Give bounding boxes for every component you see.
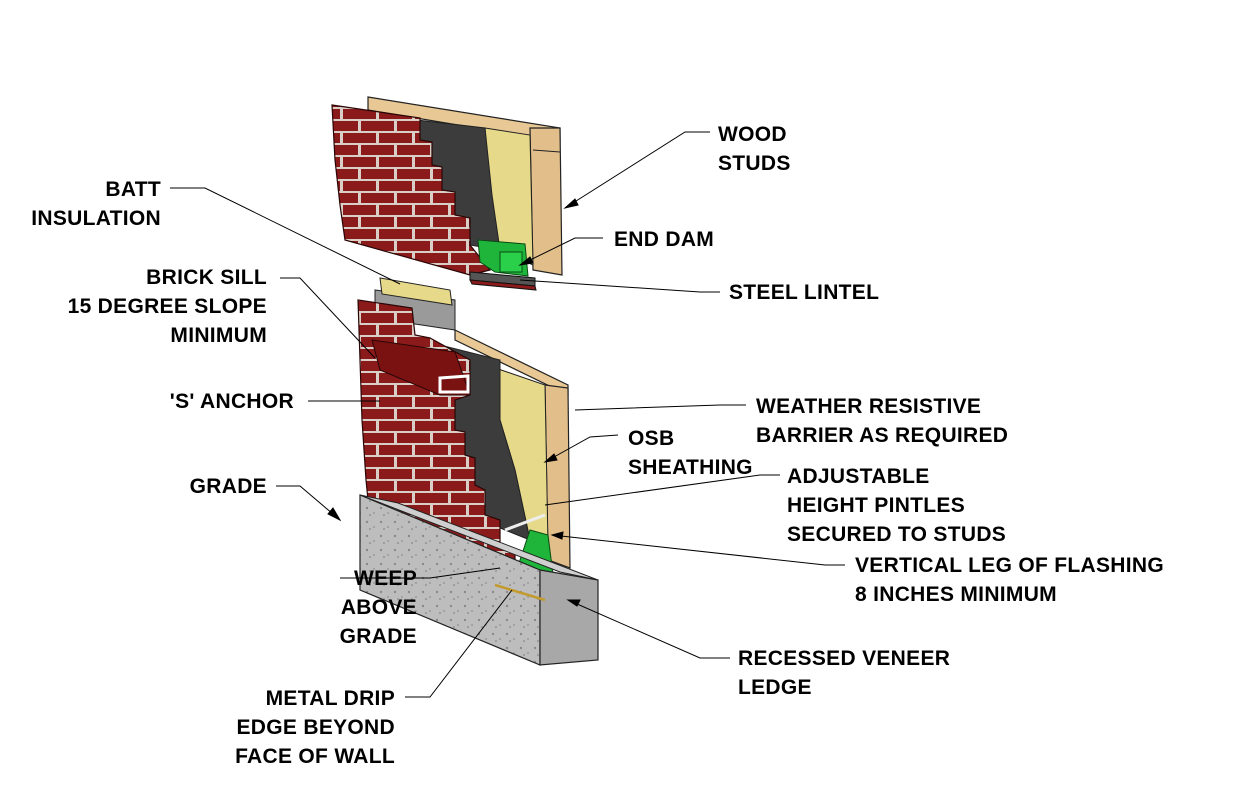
leader-metal-drip — [405, 589, 513, 698]
foundation-side — [539, 569, 599, 666]
label-grade: GRADE — [189, 475, 267, 498]
leader-brick-sill — [280, 277, 376, 359]
leader-weather-barrier — [574, 404, 746, 411]
leader-recessed-ledge — [567, 599, 730, 659]
leader-end-dam — [519, 237, 603, 266]
leader-grade — [276, 485, 341, 521]
upper-brick-veneer — [331, 104, 492, 276]
leader-pintles — [544, 474, 780, 506]
leader-lines — [170, 131, 845, 698]
upper-end-dam-block — [499, 251, 523, 273]
leader-steel-lintel — [519, 279, 720, 293]
label-end-dam: END DAM — [614, 228, 715, 251]
label-s-anchor: 'S' ANCHOR — [169, 390, 294, 413]
leader-batt-insulation — [170, 187, 401, 285]
upper-wall-assembly — [331, 96, 563, 291]
adjustable-pintle — [504, 513, 546, 532]
lower-wall-assembly — [357, 277, 599, 666]
s-anchor — [438, 374, 470, 394]
metal-drip-edge — [494, 583, 546, 602]
sill-insulation-block — [379, 277, 453, 306]
brick-sill-row — [371, 339, 471, 396]
leader-weep — [340, 567, 501, 579]
leader-osb — [544, 434, 619, 463]
label-steel-lintel: STEEL LINTEL — [729, 281, 880, 304]
leader-wood-studs — [564, 131, 710, 209]
leader-vertical-leg — [551, 534, 845, 566]
